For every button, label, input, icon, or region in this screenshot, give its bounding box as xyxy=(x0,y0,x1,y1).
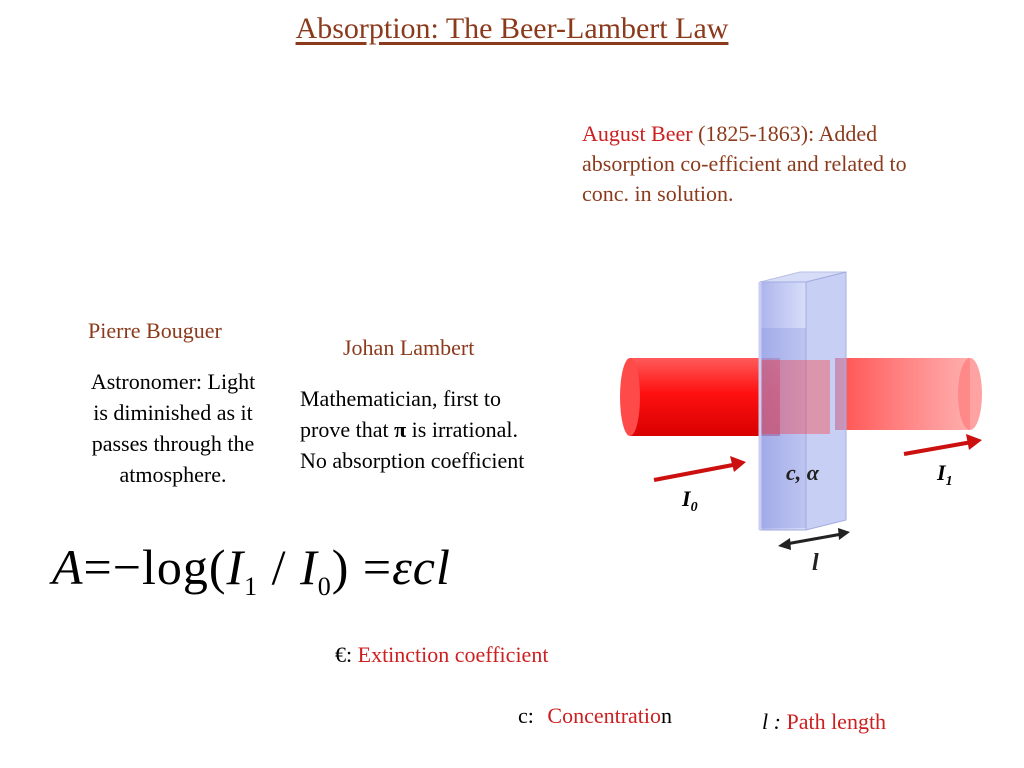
lambert-line-2b: is irrational. xyxy=(411,417,518,442)
cell-label: c, α xyxy=(786,460,820,485)
lambert-line-3: No absorption coefficient xyxy=(300,448,525,473)
bouguer-line: passes through the xyxy=(91,431,255,456)
beer-years: (1825-1863) xyxy=(698,121,809,146)
epsilon-text: Extinction coefficient xyxy=(357,642,549,667)
eq-i0: I xyxy=(300,539,318,595)
eq-i1: I xyxy=(226,539,245,595)
eq-i1-sub: 1 xyxy=(244,572,259,601)
epsilon-symbol: €: xyxy=(335,642,353,667)
eq-rhs: εcl xyxy=(392,539,451,595)
eq-equals: = xyxy=(83,539,113,595)
legend-concentration: c: Concentration xyxy=(518,703,672,729)
bouguer-line: atmosphere. xyxy=(119,462,227,487)
i1-label: I1 xyxy=(936,460,953,489)
outgoing-beam xyxy=(835,358,982,430)
beer-description: August Beer (1825-1863): Added absorptio… xyxy=(582,119,1012,209)
cuvette-diagram: I0 I1 c, α l xyxy=(620,271,982,576)
lambert-name: Johan Lambert xyxy=(343,335,475,360)
bouguer-line: Astronomer: Light xyxy=(90,369,256,394)
l-symbol: l : xyxy=(762,709,781,734)
l-text: Path length xyxy=(786,709,887,734)
lambert-line-2a: prove that xyxy=(300,417,389,442)
i0-arrow xyxy=(653,456,746,482)
bouguer-description: Astronomer: Light is diminished as it pa… xyxy=(62,366,284,490)
bouguer-name: Pierre Bouguer xyxy=(88,318,222,343)
eq-minus: − xyxy=(112,539,142,595)
incoming-beam xyxy=(620,358,780,436)
beer-name: August Beer xyxy=(582,121,693,146)
i0-label: I0 xyxy=(681,486,698,515)
beer-lambert-equation: A=−log(I1 / I0) =εcl xyxy=(52,538,451,602)
beer-line-2: absorption co-efficient and related to xyxy=(582,151,907,176)
eq-equals-2: = xyxy=(362,539,393,595)
lambert-line-2: prove that π is irrational. xyxy=(300,414,600,445)
eq-log: log( xyxy=(141,539,227,595)
eq-lhs: A xyxy=(52,539,84,595)
beer-line-1: August Beer (1825-1863): Added xyxy=(582,119,1012,149)
pi-symbol: π xyxy=(394,417,407,442)
path-length-arrow xyxy=(778,528,850,550)
beer-desc-part1: : Added xyxy=(808,121,878,146)
cuvette xyxy=(758,271,847,531)
eq-close: ) xyxy=(331,539,350,595)
bouguer-line: is diminished as it xyxy=(93,400,253,425)
page-title: Absorption: The Beer-Lambert Law xyxy=(295,12,729,45)
legend-epsilon: €: Extinction coefficient xyxy=(335,642,548,668)
eq-i0-sub: 0 xyxy=(317,572,332,601)
lambert-line-1: Mathematician, first to xyxy=(300,386,501,411)
i1-arrow xyxy=(903,434,982,456)
c-text-red: Concentratio xyxy=(547,703,662,728)
beer-line-3: conc. in solution. xyxy=(582,181,734,206)
legend-path-length: l : Path length xyxy=(762,709,886,735)
c-text-black: n xyxy=(661,703,673,728)
lambert-description: Mathematician, first to prove that π is … xyxy=(300,383,600,476)
c-symbol: c: xyxy=(518,703,534,728)
eq-slash: / xyxy=(271,539,287,595)
path-label: l xyxy=(812,550,819,576)
